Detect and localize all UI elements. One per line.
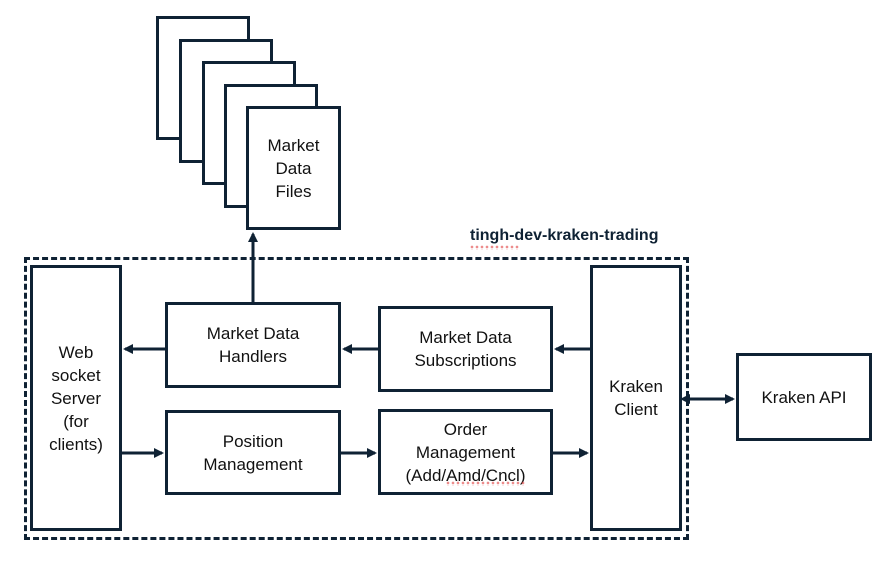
market-data-files-box: Market Data Files	[246, 106, 341, 230]
spellcheck-underline	[470, 245, 520, 250]
kraken-client-box: Kraken Client	[590, 265, 682, 531]
kraken-api-box: Kraken API	[736, 353, 872, 441]
boundary-label: tingh-dev-kraken-trading	[470, 227, 659, 244]
order-management-box: Order Management (Add/Amd/Cncl)	[378, 409, 553, 495]
spellcheck-underline-2	[446, 481, 526, 486]
web-socket-server-box: Web socket Server (for clients)	[30, 265, 122, 531]
market-data-subscriptions-box: Market Data Subscriptions	[378, 306, 553, 392]
position-management-box: Position Management	[165, 410, 341, 495]
market-data-handlers-box: Market Data Handlers	[165, 302, 341, 388]
